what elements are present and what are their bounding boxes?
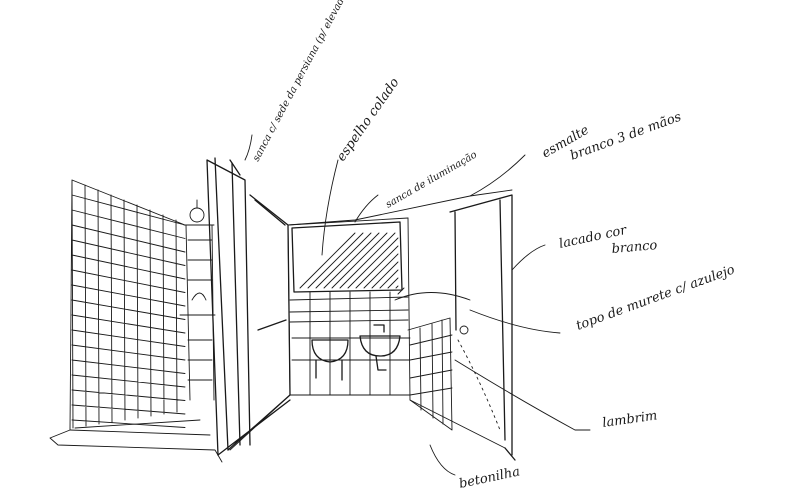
note-sanca-iluminacao: sanca de iluminação	[384, 149, 479, 210]
note-sanca-projetor: sanca c/ sede da persiana (p/ elevado)	[251, 0, 352, 163]
right-murete	[394, 217, 471, 431]
door	[449, 194, 516, 461]
tile-grid	[69, 179, 186, 431]
ceiling-and-floor	[49, 189, 513, 463]
glass-partition	[206, 157, 291, 456]
note-lacado-2: branco	[611, 238, 658, 257]
note-topo-murete: topo de murete c/ azulejo	[574, 262, 737, 333]
washbasins	[311, 324, 401, 381]
note-betonilha: betonilha	[458, 464, 522, 492]
leader-lines	[244, 134, 591, 476]
note-espelho: espelho colado	[334, 75, 403, 164]
back-wall	[287, 217, 411, 396]
note-lambrim: lambrim	[601, 408, 658, 431]
left-tiled-wall	[69, 179, 186, 431]
shower-column	[179, 199, 216, 401]
mirror-hatching	[299, 232, 405, 295]
